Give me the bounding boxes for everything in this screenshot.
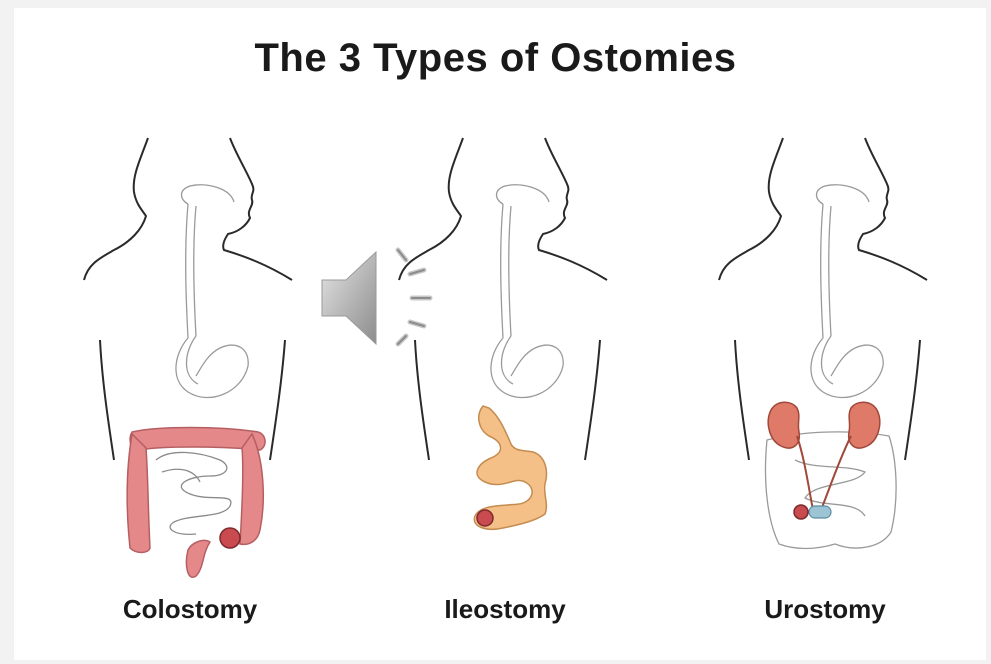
colostomy-figure: [70, 130, 320, 590]
kidneys: [768, 402, 880, 448]
ileostomy-caption: Ileostomy: [375, 594, 635, 625]
digestive-tract: [766, 185, 897, 549]
stoma: [477, 510, 493, 526]
slide-title: The 3 Types of Ostomies: [0, 36, 991, 81]
stoma: [794, 505, 808, 519]
conduit: [809, 506, 831, 518]
small-intestine: [156, 452, 231, 534]
urostomy-figure: [705, 130, 955, 590]
digestive-tract: [176, 185, 248, 398]
digestive-tract: [491, 185, 563, 398]
urostomy-caption: Urostomy: [695, 594, 955, 625]
audio-playback-button[interactable]: [316, 244, 440, 356]
colostomy-caption: Colostomy: [60, 594, 320, 625]
stoma: [220, 528, 240, 548]
speaker-icon: [316, 244, 440, 356]
ureters: [797, 436, 851, 510]
large-intestine: [127, 428, 265, 578]
ileostomy-figure: [385, 130, 635, 590]
